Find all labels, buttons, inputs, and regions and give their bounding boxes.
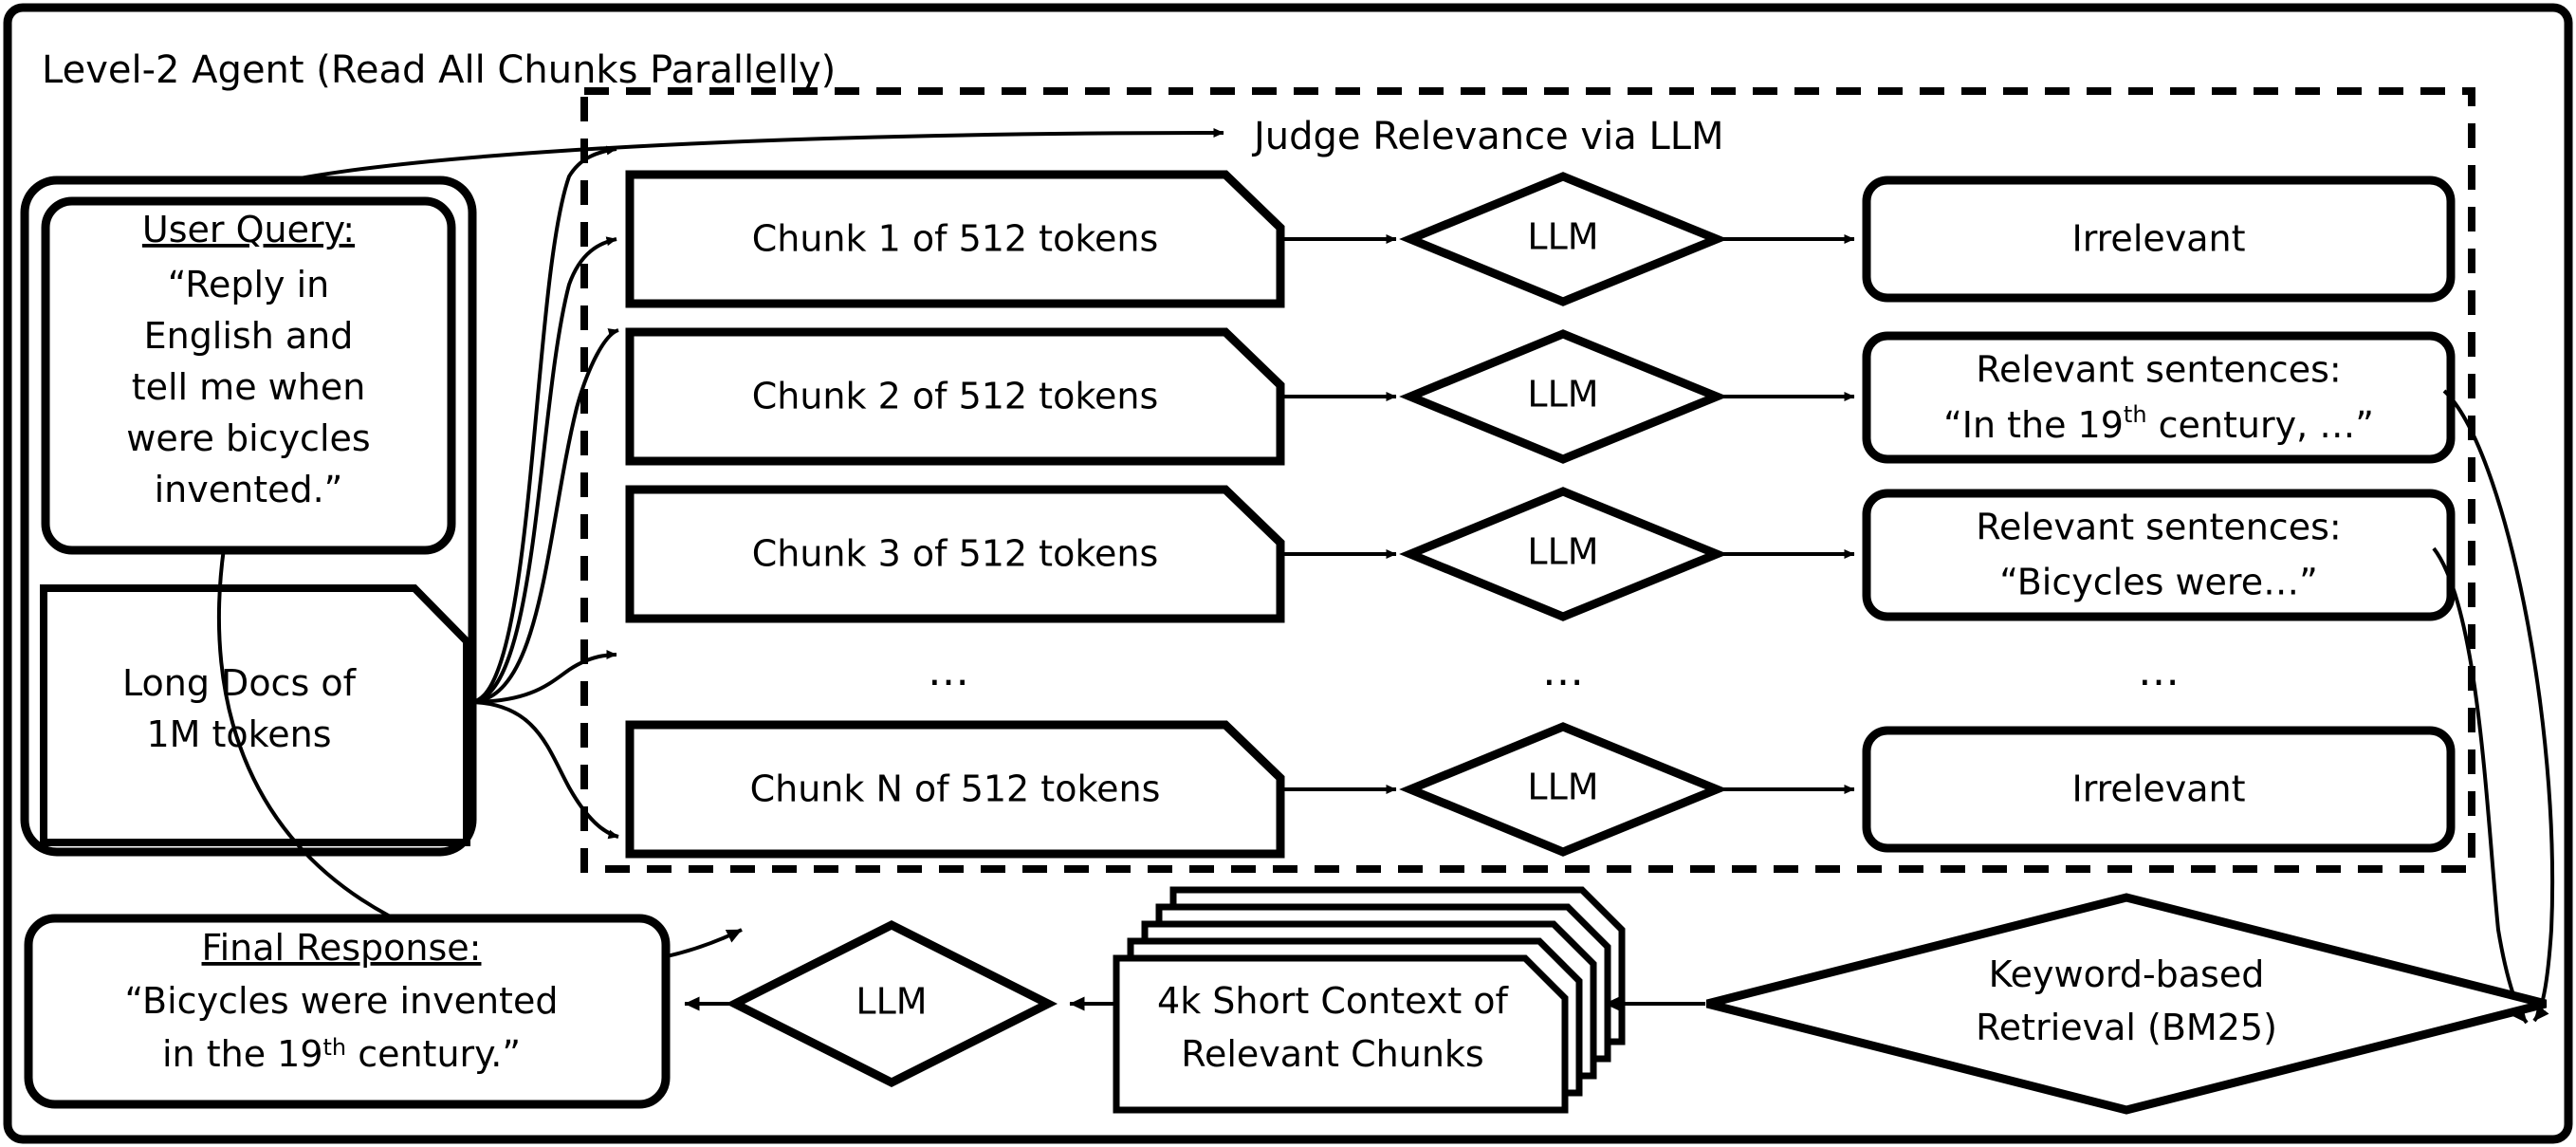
final-llm-label: LLM (856, 981, 927, 1023)
fanout-arrows (470, 145, 619, 840)
bm25-line-1: Keyword-based (1989, 953, 2265, 995)
short-context-stack (1113, 886, 1626, 1114)
chunk-box-3 (625, 485, 1285, 623)
result-box-1 (1862, 176, 2456, 303)
result-label-1: Irrelevant (2071, 218, 2245, 260)
chunk-box-1 (625, 170, 1285, 308)
fanout-arrow-chunk-2 (470, 236, 617, 704)
chunk-ellipsis: … (928, 647, 969, 695)
final-response-line-2: in the 19th century.” (162, 1033, 521, 1075)
chunk-label-n: Chunk N of 512 tokens (750, 768, 1161, 810)
judge-section-dashed-box (580, 87, 2475, 873)
llm-diamond-n (1399, 722, 1728, 857)
user-query-line-4: were bicycles (126, 417, 370, 459)
chunk-label-1: Chunk 1 of 512 tokens (752, 218, 1159, 260)
llm-label-2: LLM (1527, 374, 1598, 416)
user-query-heading: User Query: (142, 209, 355, 250)
user-query-box (41, 196, 456, 555)
fanout-arrow-chunk-n (470, 700, 619, 840)
user-query-line-3: tell me when (132, 366, 366, 408)
figure-title: Level-2 Agent (Read All Chunks Parallell… (42, 48, 836, 92)
final-response-post: century.” (346, 1033, 521, 1075)
user-query-line-5: invented.” (155, 469, 343, 510)
result-label-2-line2: “In the 19th century, …” (1943, 401, 2374, 446)
final-response-heading: Final Response: (202, 927, 482, 969)
fanout-arrow-chunk-1 (470, 145, 617, 704)
llm-label-n: LLM (1527, 767, 1598, 808)
chunk-box-n (625, 720, 1285, 859)
judge-section-label: Judge Relevance via LLM (1251, 115, 1724, 158)
fanout-arrow-ellipsis (470, 650, 617, 704)
llm-diamond-3 (1399, 487, 1728, 621)
user-query-line-1: “Reply in (168, 264, 329, 305)
final-response-box (24, 914, 671, 1109)
result-2-to-retrieval-arrow (2442, 389, 2555, 1023)
long-docs-box (40, 584, 470, 846)
short-context-line-1: 4k Short Context of (1157, 980, 1510, 1022)
bm25-line-2: Retrieval (BM25) (1976, 1007, 2277, 1048)
result-label-3-line2: “Bicycles were…” (1999, 562, 2318, 603)
result-label-3-line1: Relevant sentences: (1976, 507, 2341, 548)
result-label-2-line1: Relevant sentences: (1976, 349, 2341, 391)
fanout-arrow-chunk-3 (470, 328, 619, 704)
final-response-sup: th (323, 1034, 347, 1061)
chunk-box-2 (625, 327, 1285, 466)
result-ellipsis: … (2138, 647, 2180, 695)
result-2-post: century, …” (2147, 404, 2374, 446)
chunk-label-3: Chunk 3 of 512 tokens (752, 533, 1159, 575)
llm-label-3: LLM (1527, 531, 1598, 573)
short-context-sheet-1 (1113, 954, 1569, 1114)
llm-diamond-2 (1399, 329, 1728, 464)
chunk-label-2: Chunk 2 of 512 tokens (752, 376, 1159, 417)
final-response-line-1: “Bicycles were invented (125, 980, 559, 1022)
bm25-retrieval-diamond (1705, 893, 2548, 1115)
result-2-pre: “In the 19 (1943, 404, 2124, 446)
final-response-pre: in the 19 (162, 1033, 323, 1075)
result-2-sup: th (2124, 401, 2147, 428)
short-context-line-2: Relevant Chunks (1181, 1033, 1483, 1075)
user-query-line-2: English and (144, 315, 354, 357)
final-llm-diamond (725, 919, 1058, 1088)
result-label-n: Irrelevant (2071, 768, 2245, 810)
result-box-3 (1862, 489, 2456, 621)
llm-label-1: LLM (1527, 216, 1598, 258)
judge-ellipsis: … (1542, 647, 1584, 695)
long-docs-line-1: Long Docs of (122, 662, 358, 704)
result-box-n (1862, 726, 2456, 853)
llm-diamond-1 (1399, 172, 1728, 306)
